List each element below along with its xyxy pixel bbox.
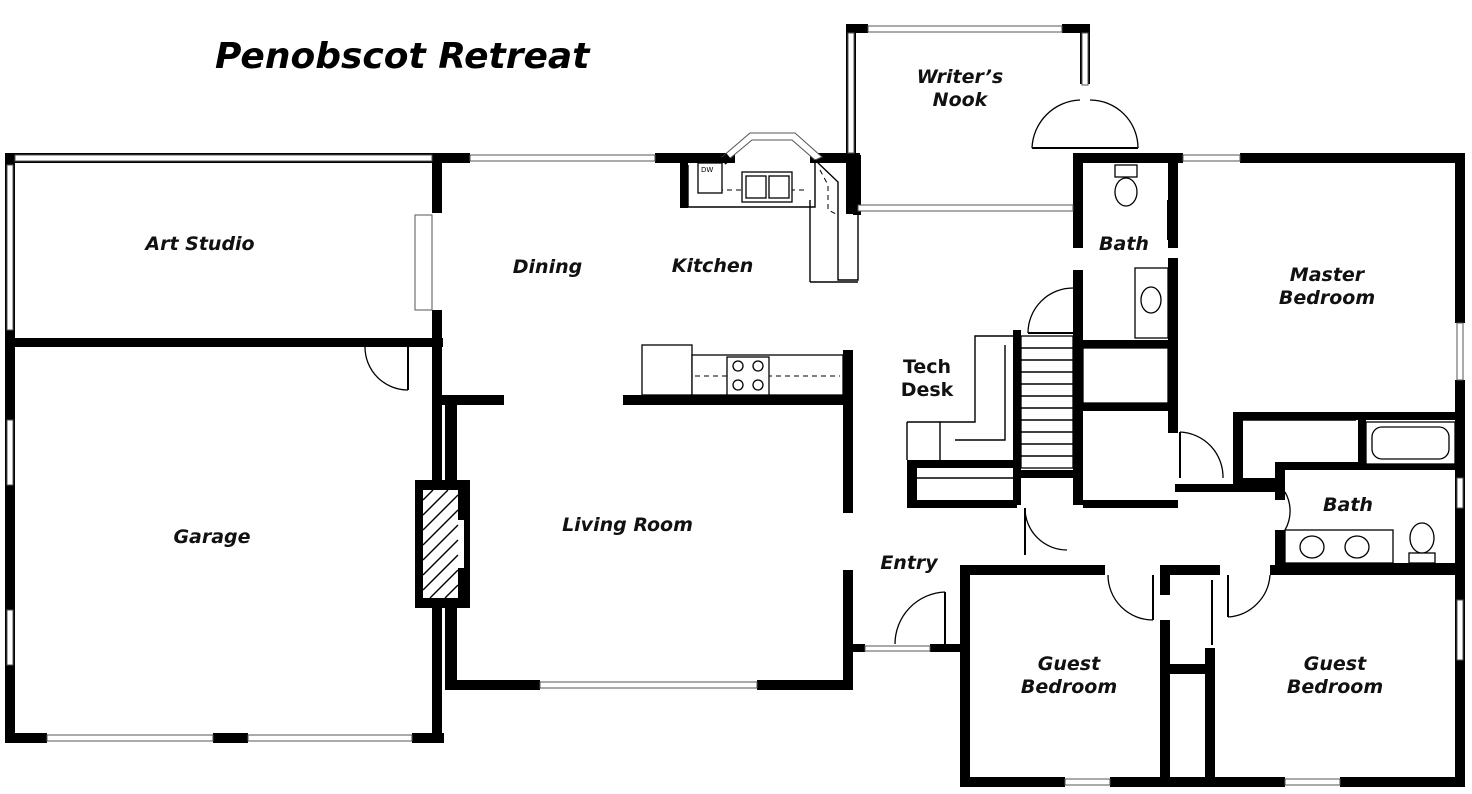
walls — [5, 24, 1465, 787]
room-label-tech-desk: Tech Desk — [900, 356, 954, 401]
windows — [6, 25, 1464, 786]
dishwasher-label: DW — [701, 166, 713, 174]
room-label-writers-nook: Writer’s Nook — [916, 66, 1004, 111]
room-label-master-bedroom: Master Bedroom — [1278, 264, 1376, 309]
kitchen-fixtures: DW — [641, 159, 859, 396]
bath-fixtures — [917, 164, 1456, 564]
room-label-entry: Entry — [880, 552, 938, 574]
room-label-kitchen: Kitchen — [671, 255, 754, 277]
room-label-living-room: Living Room — [562, 514, 693, 536]
room-label-art-studio: Art Studio — [145, 233, 255, 255]
room-label-dining: Dining — [512, 256, 583, 278]
doors — [364, 99, 1291, 770]
fireplace — [415, 480, 470, 608]
stairs — [906, 335, 1074, 469]
room-label-bath-lower: Bath — [1323, 494, 1373, 516]
room-label-guest-bedroom-left: Guest Bedroom — [1020, 653, 1118, 698]
room-label-garage: Garage — [173, 526, 251, 548]
room-label-guest-bedroom-right: Guest Bedroom — [1286, 653, 1384, 698]
room-label-bath-upper: Bath — [1099, 233, 1149, 255]
plan-title: Penobscot Retreat — [215, 36, 590, 77]
